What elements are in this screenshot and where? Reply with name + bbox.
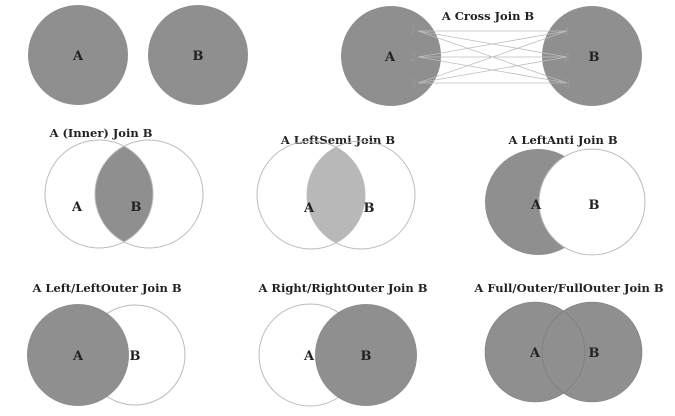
rightouter-join: A Right/RightOuter Join B A B: [257, 281, 428, 407]
inner-b-circle: [94, 139, 204, 249]
set-a-circle: [28, 5, 128, 105]
set-b-label: B: [193, 49, 204, 64]
leftanti-b-label: B: [589, 198, 600, 213]
set-a-label: A: [72, 49, 84, 64]
fullouter-join: A Full/Outer/FullOuter Join B A B: [473, 281, 664, 403]
leftsemi-b-label: B: [364, 201, 375, 216]
leftsemi-join-title: A LeftSemi Join B: [280, 133, 396, 147]
leftouter-a-label: A: [72, 349, 84, 364]
cross-b-label: B: [589, 50, 600, 65]
rightouter-b-label: B: [361, 349, 372, 364]
fullouter-b-outline: [541, 301, 643, 403]
cross-join: A Cross Join B A B 1 2 3 1 2 3: [341, 6, 642, 106]
leftouter-join-title: A Left/LeftOuter Join B: [31, 281, 181, 295]
inner-join: A (Inner) Join B A B: [44, 126, 204, 249]
inner-b-label: B: [131, 200, 142, 215]
leftsemi-intersection: [307, 141, 365, 249]
fullouter-b-circle: [542, 302, 642, 402]
fullouter-a-outline: [484, 301, 586, 403]
leftanti-join-title: A LeftAnti Join B: [507, 133, 617, 147]
leftanti-a-label: A: [530, 198, 542, 213]
leftanti-join: A LeftAnti Join B A B: [485, 133, 646, 256]
rightouter-a-label: A: [303, 349, 315, 364]
cross-a-label: A: [384, 50, 396, 65]
cross-left-number: 1: [410, 25, 417, 38]
cross-right-number: 3: [564, 77, 571, 90]
cross-right-number: 1: [564, 25, 571, 38]
rightouter-join-title: A Right/RightOuter Join B: [257, 281, 427, 295]
inner-a-label: A: [71, 200, 83, 215]
leftouter-b-label: B: [130, 349, 141, 364]
cross-a-circle: [341, 6, 441, 106]
leftsemi-join: A LeftSemi Join B A B: [256, 133, 416, 250]
fullouter-join-title: A Full/Outer/FullOuter Join B: [473, 281, 663, 295]
cross-join-title: A Cross Join B: [441, 9, 535, 23]
inner-a-circle: [44, 139, 154, 249]
inner-intersection: [95, 140, 153, 248]
sets-a-b: A B: [28, 5, 248, 105]
leftsemi-a-label: A: [303, 201, 315, 216]
cross-right-number: 2: [564, 51, 571, 64]
leftsemi-b-circle: [306, 140, 416, 250]
inner-join-title: A (Inner) Join B: [49, 126, 153, 140]
cross-connections: [417, 30, 568, 84]
leftouter-a-circle: [27, 304, 129, 406]
leftsemi-a-circle: [256, 140, 366, 250]
rightouter-b-circle: [315, 304, 417, 406]
leftanti-b-circle: [538, 148, 646, 256]
fullouter-a-label: A: [529, 346, 541, 361]
cross-left-number: 3: [410, 77, 417, 90]
cross-left-number: 2: [410, 51, 417, 64]
leftouter-join: A Left/LeftOuter Join B A B: [27, 281, 186, 406]
fullouter-b-label: B: [589, 346, 600, 361]
set-b-circle: [148, 5, 248, 105]
